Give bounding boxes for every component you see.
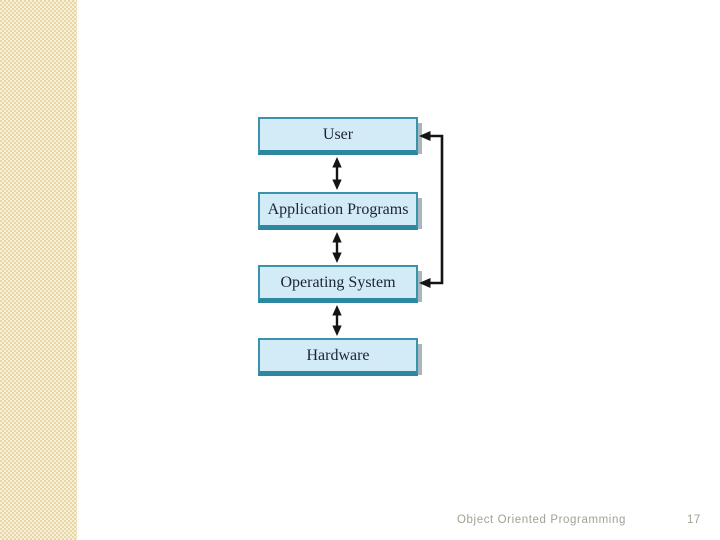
bracket-user-os [419, 131, 444, 288]
diagram-box-application-programs: Application Programs [258, 192, 422, 230]
box-label-operating-system: Operating System [280, 273, 396, 291]
box-label-application-programs: Application Programs [267, 200, 409, 218]
double-arrow-user-application [332, 157, 342, 190]
box-label-user: User [322, 125, 354, 143]
diagram-box-hardware: Hardware [258, 338, 422, 376]
footer-course-title: Object Oriented Programming [457, 514, 626, 526]
double-arrow-application-os [332, 232, 342, 263]
diagram-box-user: User [258, 117, 422, 155]
footer-page-number: 17 [687, 514, 701, 526]
box-label-hardware: Hardware [306, 346, 370, 364]
double-arrow-os-hardware [332, 305, 342, 336]
diagram-box-operating-system: Operating System [258, 265, 422, 303]
slide-side-stripe [0, 0, 77, 540]
